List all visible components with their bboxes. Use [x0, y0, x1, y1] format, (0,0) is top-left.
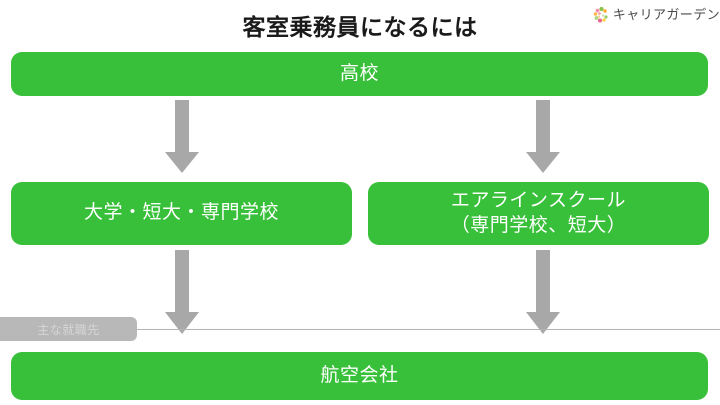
- high-school-label: 高校: [339, 62, 379, 84]
- airline-school-box: エアラインスクール （専門学校、短大）: [368, 182, 709, 245]
- airline-school-label-line-1: エアラインスクール: [450, 190, 627, 212]
- main-employers-label-text: 主な就職先: [37, 322, 100, 337]
- main-employers-label: 主な就職先: [0, 317, 137, 341]
- arrow-high-school-to-university: [164, 100, 200, 174]
- arrow-airline-school-to-airline-company: [525, 250, 561, 335]
- airline-school-label-line-2: （専門学校、短大）: [450, 214, 627, 236]
- high-school-box: 高校: [11, 52, 708, 96]
- arrow-high-school-to-airline-school: [525, 100, 561, 174]
- arrow-university-to-airline-company: [164, 250, 200, 335]
- university-label: 大学・短大・専門学校: [83, 202, 279, 224]
- page-title: 客室乗務員になるには: [242, 14, 478, 40]
- section-divider-rule: [0, 329, 720, 330]
- career-garden-circle-icon: [593, 6, 610, 23]
- airline-company-label: 航空会社: [320, 364, 399, 386]
- university-box: 大学・短大・専門学校: [11, 182, 352, 245]
- airline-company-box: 航空会社: [11, 352, 708, 400]
- logo-text: キャリアガーデン: [612, 6, 720, 22]
- airline-school-label: エアラインスクール （専門学校、短大）: [451, 189, 627, 238]
- career-garden-logo: キャリアガーデン: [593, 3, 720, 25]
